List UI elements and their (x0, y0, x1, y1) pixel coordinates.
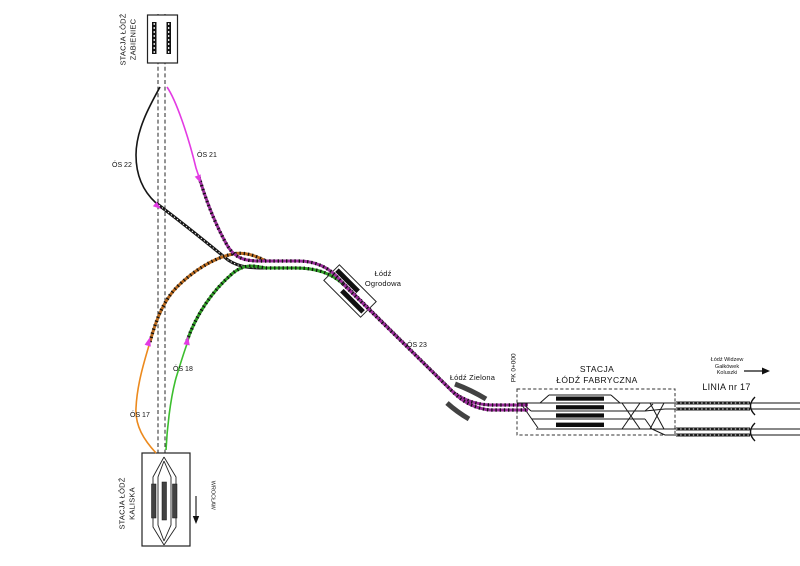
stop-ogrodowa-platform-1 (335, 268, 360, 294)
track-os23-south-hatch (341, 282, 528, 412)
station-kaliska-label: STACJA ŁÓDŹ KALISKA (118, 464, 137, 544)
os21-arrow-icon (194, 174, 201, 183)
koluszki-direction-arrow (744, 367, 770, 375)
station-kaliska-platform-left (151, 483, 157, 519)
track-os18-planned (185, 264, 345, 342)
os18-arrow-icon (183, 336, 190, 346)
track-os17-hatch (148, 251, 267, 343)
track-os22-solid (135, 86, 161, 204)
stop-ogrodowa-name-line2: Ogrodowa (364, 278, 402, 288)
station-kaliska-name-line2: KALISKA (127, 487, 136, 520)
platform-bar (556, 405, 604, 410)
line17-exit-tracks (676, 396, 800, 442)
label-os21: ÓS 21 (197, 152, 217, 159)
track-os18-solid (165, 343, 188, 451)
destination-koluszki: Koluszki (716, 370, 738, 377)
wroclaw-direction-label: WROCŁAW (209, 480, 216, 510)
station-zabieniec-name-line1: STACJA ŁÓDŹ (118, 13, 128, 66)
station-fabryczna-symbol (516, 388, 676, 436)
label-os23: ÓS 23 (407, 342, 427, 349)
label-os18: ÓS 18 (173, 366, 193, 373)
station-fabryczna-name-line1: STACJA (579, 364, 615, 374)
station-fabryczna-name-line2: ŁÓDŹ FABRYCZNA (556, 375, 638, 385)
station-kaliska-name-line1: STACJA ŁÓDŹ (117, 477, 127, 530)
stop-ogrodowa-platform-2 (340, 288, 365, 314)
track-os17-solid (135, 341, 157, 454)
os22-arrow-icon (152, 201, 161, 209)
destination-lodz-widzew: Łódź Widzew (710, 357, 744, 363)
platform-bar (556, 396, 604, 401)
track-os18-hatch (185, 264, 345, 342)
route-arrows (144, 174, 201, 347)
label-os17: ÓS 17 (130, 412, 150, 419)
continuation-arc (749, 396, 756, 416)
stop-ogrodowa-label: Łódź Ogrodowa (352, 269, 414, 288)
stop-zielona-label: Łódź Zielona (449, 373, 496, 382)
label-os22: ÓS 22 (112, 162, 132, 169)
track-os22-hatch (155, 202, 266, 269)
track-line (644, 408, 676, 436)
station-zabieniec-name-line2: ZABIENIEC (128, 18, 137, 61)
station-zabieniec-label: STACJA ŁÓDŹ ZABIENIEC (119, 0, 138, 80)
station-zabieniec-platform-left (152, 22, 157, 54)
arrow-down-icon (192, 516, 200, 524)
track-os17 (135, 251, 267, 454)
line17-label: LINIA nr 17 (702, 382, 751, 392)
track-os22 (135, 86, 266, 270)
wroclaw-direction-arrow (192, 496, 200, 524)
arrow-right-icon (762, 367, 770, 375)
station-fabryczna-label: STACJA ŁÓDŹ FABRYCZNA (537, 364, 657, 386)
stop-zielona-platform-inner (445, 401, 471, 422)
continuation-arc (749, 422, 756, 442)
fabryczna-chainage-label: PK 0+000 (510, 353, 518, 383)
platform-bar (556, 422, 604, 427)
track-os21-os23 (166, 86, 528, 412)
continuation-track (750, 428, 800, 436)
crossover (621, 402, 641, 430)
exit-pair-north (676, 396, 800, 416)
stop-zielona-platform-outer (454, 381, 488, 402)
track-line (539, 394, 621, 404)
station-kaliska-platform-right (172, 483, 178, 519)
crossover (649, 402, 665, 430)
station-kaliska-symbol (141, 452, 191, 547)
track-os18 (165, 264, 345, 451)
station-zabieniec-platform-right (166, 22, 171, 54)
os17-arrow-icon (144, 337, 151, 347)
station-fabryczna-boundary (516, 388, 676, 436)
platform-bar (556, 413, 604, 418)
track-os23-north-hatch (197, 176, 528, 407)
exit-pair-south (676, 422, 800, 442)
stop-zielona-symbol (445, 381, 488, 422)
destination-galkowek: Gałkówek (714, 363, 740, 370)
station-zabieniec-symbol (146, 14, 179, 64)
line17-destinations: Łódź Widzew Gałkówek Koluszki (692, 357, 762, 377)
stop-ogrodowa-name-line1: Łódź (374, 269, 392, 278)
track-os21-solid (166, 86, 200, 178)
continuation-track (750, 402, 800, 410)
station-fabryczna-platforms (556, 396, 604, 427)
station-kaliska-platform-middle (161, 481, 167, 521)
